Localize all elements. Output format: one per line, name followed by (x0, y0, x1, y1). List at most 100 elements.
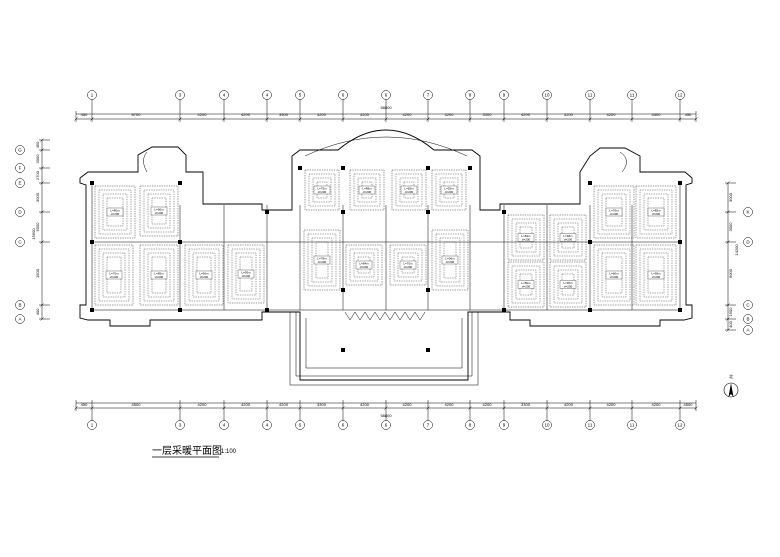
left-dim-4: 5000 (35, 222, 40, 232)
coil-length-label: L=70m (609, 209, 619, 213)
coil-length-label: L=75m (317, 187, 327, 191)
left-axis-label: D (18, 210, 22, 215)
coil-length-label: L=90m (563, 281, 573, 285)
top-dim-6: 4200 (360, 112, 370, 117)
coil-spacing-label: d=200 (522, 238, 531, 242)
coil-length-label: L=80m (110, 209, 120, 213)
coil-length-label: L=92m (444, 187, 454, 191)
bottom-axis-label: 11 (630, 423, 635, 428)
top-dim-7: 4200 (403, 112, 413, 117)
top-axis-bubble: 6 (381, 90, 391, 111)
right-axis-bubble: C (743, 300, 753, 310)
right-dim-4: 400 (728, 320, 733, 327)
bottom-axis-bubble: 11 (585, 411, 595, 430)
terrace-step-outline (305, 318, 463, 369)
bottom-axis-label: 5 (299, 423, 302, 428)
bottom-dim-1: 4500 (132, 402, 142, 407)
structural-column (426, 166, 430, 170)
left-dim-2: 2700 (35, 170, 40, 180)
structural-column (588, 308, 592, 312)
left-dim-1: 3000 (35, 154, 40, 164)
top-total-dimension: 58800 (380, 105, 392, 110)
left-axis-bubble: G (15, 145, 25, 155)
top-axis-bubble: 5 (295, 90, 305, 111)
left-axis-bubble: B (15, 300, 25, 310)
bottom-total-dimension: 58800 (380, 413, 392, 418)
coil-spacing-label: d=200 (652, 212, 661, 216)
top-axis-label: 4 (223, 93, 226, 98)
bottom-axis-label: 8 (469, 423, 472, 428)
left-dim-0: 450 (35, 141, 40, 148)
coil-spacing-label: d=200 (522, 285, 531, 289)
bottom-dim-0: 450 (81, 402, 88, 407)
heating-coils: L=80md=200L=90md=200L=70md=200L=85md=200… (94, 169, 677, 308)
right-axis-bubble: B (743, 314, 753, 324)
coil-length-label: L=84m (359, 262, 369, 266)
left-axis-label: C (18, 240, 22, 245)
coil-length-label: L=96m (445, 257, 455, 261)
bottom-axis-label: 7 (427, 423, 430, 428)
structural-column (178, 308, 182, 312)
bottom-dim-4: 4200 (279, 402, 289, 407)
top-axis-label: 6 (342, 93, 345, 98)
coil-spacing-label: d=200 (200, 275, 209, 279)
right-axis-label: D (746, 240, 750, 245)
coil-spacing-label: d=200 (110, 275, 119, 279)
top-axis-bubble: 9 (499, 90, 509, 111)
coil-spacing-label: d=200 (610, 212, 619, 216)
structural-column (298, 166, 302, 170)
bottom-axis-label: 4 (223, 423, 226, 428)
structural-column (341, 348, 345, 352)
right-axis-bubble: K (743, 207, 753, 217)
bottom-axis-label: 10 (544, 423, 550, 428)
top-axis-bubble: 7 (423, 90, 433, 111)
structural-column (265, 308, 269, 312)
top-dim-3: 4200 (241, 112, 251, 117)
bottom-axis-label: 1 (91, 423, 94, 428)
bottom-dim-13: 4200 (652, 402, 662, 407)
right-axis-label: B (746, 317, 749, 322)
drawing-scale: 1:100 (221, 449, 237, 455)
top-axis-bubble: 3 (175, 90, 185, 111)
bottom-axis-bubble: 8 (465, 411, 475, 430)
structural-column (502, 210, 506, 214)
structural-column (678, 308, 682, 312)
coil-length-label: L=60m (199, 272, 209, 276)
structural-column (178, 240, 182, 244)
coil-spacing-label: d=200 (363, 190, 372, 194)
bottom-axis-label: 12 (677, 423, 683, 428)
coil-spacing-label: d=200 (445, 190, 454, 194)
bottom-dim-9: 4200 (483, 402, 493, 407)
top-axis-bubble: 1 (87, 90, 97, 111)
top-dim-4: 3300 (279, 112, 289, 117)
coil-length-label: L=95m (651, 272, 661, 276)
top-axis-label: 6 (385, 93, 388, 98)
left-axis-label: B (18, 303, 21, 308)
top-axis-label: 1 (91, 93, 94, 98)
top-axis-label: 3 (179, 93, 182, 98)
structural-column (468, 166, 472, 170)
coil-spacing-label: d=200 (652, 275, 661, 279)
top-axis-bubble: 8 (465, 90, 475, 111)
bottom-axis-label: 6 (385, 423, 388, 428)
coil-length-label: L=80m (521, 281, 531, 285)
top-axis-bubble: 4 (262, 90, 272, 111)
window-zigzag (344, 311, 426, 321)
right-axis-label: K (746, 210, 749, 215)
top-axis-label: 10 (544, 93, 550, 98)
top-dim-1: 8700 (132, 112, 142, 117)
coil-length-label: L=85m (154, 272, 164, 276)
